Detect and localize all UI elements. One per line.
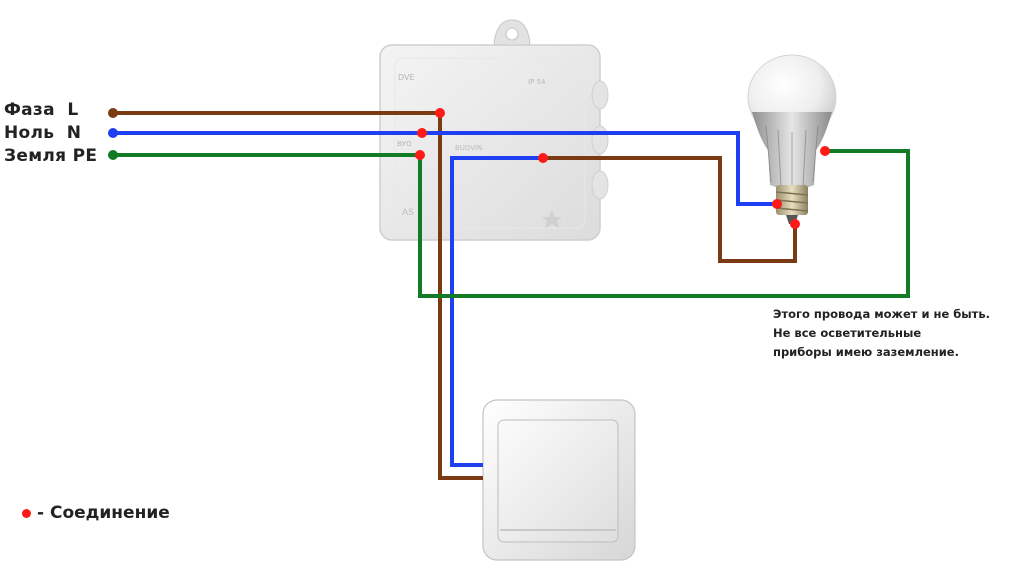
box-mark-brand: BUDVIN: [455, 144, 482, 152]
connection-dot-icon: [772, 199, 782, 209]
connection-dot-icon: [415, 150, 425, 160]
connection-dot-icon: [22, 508, 31, 518]
legend: - Соединение: [22, 503, 170, 523]
connection-dot-icon: [435, 108, 445, 118]
connection-dot-icon: [820, 146, 830, 156]
ground-terminal: [108, 150, 118, 160]
connection-dot-icon: [790, 219, 800, 229]
phase-wire-lamp: [543, 156, 797, 263]
connection-dots: [415, 108, 830, 229]
box-mark-as: AS: [402, 208, 414, 218]
ground-wire-input: [113, 149, 910, 298]
connection-dot-icon: [417, 128, 427, 138]
switch-icon: [482, 399, 636, 561]
connection-dot-icon: [538, 153, 548, 163]
neutral-terminal: [108, 128, 118, 138]
legend-text: - Соединение: [37, 503, 170, 523]
note-line-2: Не все осветительные: [773, 326, 922, 340]
switch-return-wire: [450, 156, 543, 467]
phase-terminal: [108, 108, 118, 118]
wires: [108, 108, 910, 480]
lamp-icon: [747, 54, 837, 224]
box-mark-vuo: ВУО: [397, 140, 412, 148]
ground-note: Этого провода может и не быть. Не все ос…: [773, 305, 990, 362]
box-mark-dve: DVE: [398, 73, 415, 82]
junction-box-icon: DVE IP 54 ВУО BUDVIN AS: [379, 19, 609, 241]
neutral-label: Ноль N: [4, 123, 82, 143]
box-mark-ip: IP 54: [528, 78, 546, 86]
phase-label: Фаза L: [4, 100, 79, 120]
note-line-3: приборы имею заземление.: [773, 345, 959, 359]
ground-label: Земля PE: [4, 146, 98, 166]
note-line-1: Этого провода может и не быть.: [773, 307, 990, 321]
